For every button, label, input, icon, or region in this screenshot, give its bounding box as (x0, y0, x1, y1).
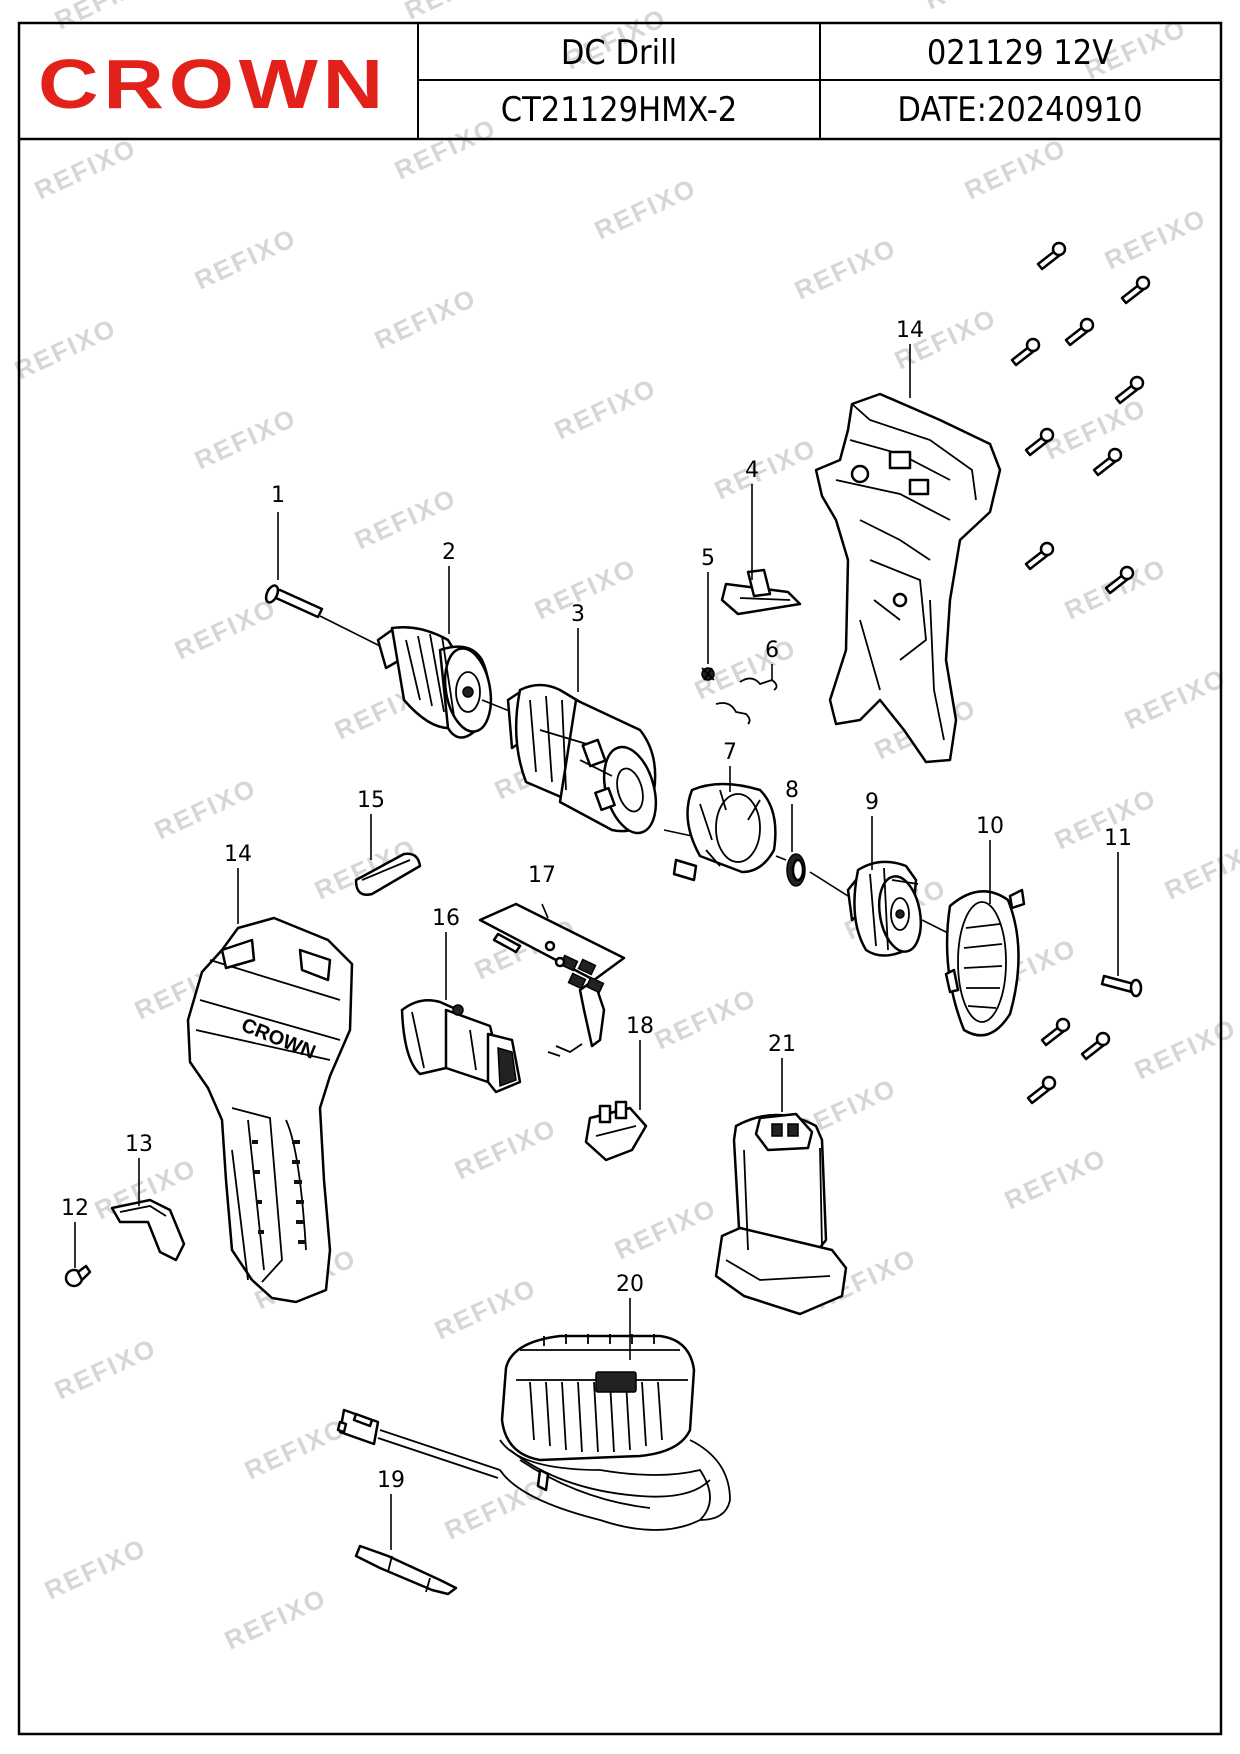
watermark-text: REFIXO (1000, 1142, 1111, 1215)
housing-screw (1092, 447, 1123, 477)
callout-18: 18 (626, 1014, 654, 1039)
callout-16: 16 (432, 906, 460, 931)
part-16-trigger-switch (400, 999, 522, 1094)
part-number: CT21129HMX-2 (501, 90, 738, 130)
watermark-text: REFIXO (400, 0, 511, 25)
part-8-motor-pinion (775, 853, 806, 887)
callout-13: 13 (125, 1132, 153, 1157)
callout-5: 5 (701, 546, 715, 571)
part-11-cover-screw (1100, 974, 1143, 998)
part-6-contact-springs (715, 677, 778, 725)
watermark-text: REFIXO (1120, 662, 1231, 735)
document-date: DATE:20240910 (897, 90, 1142, 130)
callout-11: 11 (1104, 826, 1132, 851)
callout-3: 3 (571, 602, 585, 627)
watermark-text: REFIXO (1160, 832, 1240, 905)
watermark-text: REFIXO (550, 372, 661, 445)
callout-12: 12 (61, 1196, 89, 1221)
callout-14-right: 14 (896, 318, 924, 343)
housing-screw (1120, 275, 1151, 305)
housing-screw (1026, 1075, 1057, 1105)
watermark-text: REFIXO (150, 772, 261, 845)
callout-labels: 1 2 3 4 5 6 7 8 9 10 11 12 13 14 14 15 1… (61, 318, 1132, 1493)
watermark-text: REFIXO (710, 432, 821, 505)
housing-screw (1040, 1017, 1071, 1047)
watermark-text: REFIXO (30, 132, 141, 205)
product-name: DC Drill (561, 33, 677, 73)
watermark-text: REFIXO (1100, 202, 1211, 275)
part-5-spring (701, 667, 715, 681)
callout-15: 15 (357, 788, 385, 813)
watermark-text: REFIXO (440, 1472, 551, 1545)
part-3-gearbox (481, 683, 658, 835)
housing-screw (1024, 541, 1055, 571)
callout-4: 4 (745, 458, 759, 483)
watermark-text: REFIXO (920, 0, 1031, 15)
part-20-charger (336, 1334, 731, 1531)
part-13-belt-clip (110, 1198, 186, 1262)
part-12-clip-screw (64, 1264, 92, 1288)
watermark-text: REFIXO (370, 282, 481, 355)
watermark-text: REFIXO (650, 982, 761, 1055)
callout-7: 7 (723, 740, 737, 765)
watermark-text: REFIXO (960, 132, 1071, 205)
part-14-right-housing (814, 392, 1002, 764)
callout-1: 1 (271, 483, 285, 508)
housing-screw (1080, 1031, 1111, 1061)
part-9-motor (809, 860, 923, 957)
watermark-text: REFIXO (450, 1112, 561, 1185)
watermark-text: REFIXO (50, 0, 161, 35)
watermark-text: REFIXO (240, 1412, 351, 1485)
watermark-text: REFIXO (190, 402, 301, 475)
callout-14-left: 14 (224, 842, 252, 867)
title-block: CROWN DC Drill 021129 12V CT21129HMX-2 D… (17, 21, 1223, 1736)
callout-21: 21 (768, 1032, 796, 1057)
callout-9: 9 (865, 790, 879, 815)
part-18-battery-terminal (584, 1100, 648, 1162)
watermark-text: REFIXO (220, 1582, 331, 1655)
watermark-text: REFIXO (40, 1532, 151, 1605)
part-10-motor-cover (921, 888, 1026, 1037)
housing-screw (1036, 241, 1067, 271)
part-21-battery-pack (714, 1112, 848, 1316)
watermark-text: REFIXO (50, 1332, 161, 1405)
part-17-control-board (478, 902, 626, 1057)
part-14-left-housing: CROWN (186, 916, 354, 1304)
part-7-ring-gear-housing (663, 782, 777, 882)
watermark-text: REFIXO (590, 172, 701, 245)
watermark-text: REFIXO (610, 1192, 721, 1265)
brand-logo: CROWN (38, 45, 388, 123)
housing-screw (1104, 565, 1135, 595)
callout-10: 10 (976, 814, 1004, 839)
part-19-screwdriver-bit (354, 1544, 458, 1596)
watermark-text: REFIXO (1040, 392, 1151, 465)
watermark-text: REFIXO (390, 112, 501, 185)
housing-screw (1064, 317, 1095, 347)
housing-screw (1114, 375, 1145, 405)
watermark-text: REFIXO (430, 1272, 541, 1345)
watermark-text: REFIXO (1130, 1012, 1240, 1085)
watermark-text: REFIXO (530, 552, 641, 625)
watermark-text: REFIXO (170, 592, 281, 665)
callout-17: 17 (528, 863, 556, 888)
housing-screws (1010, 241, 1151, 1105)
callout-20: 20 (616, 1272, 644, 1297)
callout-6: 6 (765, 638, 779, 663)
part-2-drill-chuck (319, 615, 493, 739)
housing-screw (1010, 337, 1041, 367)
part-4-direction-switch (720, 568, 802, 616)
callout-2: 2 (442, 540, 456, 565)
callout-8: 8 (785, 778, 799, 803)
part-1-chuck-screw (264, 584, 324, 619)
callout-19: 19 (377, 1468, 405, 1493)
model-code: 021129 12V (927, 33, 1113, 73)
watermark-text: REFIXO (190, 222, 301, 295)
watermark-text: REFIXO (790, 232, 901, 305)
housing-screw (1024, 427, 1055, 457)
callout-leaders (74, 344, 1119, 1550)
watermark-text: REFIXO (10, 312, 121, 385)
part-15-led-lens (354, 852, 422, 896)
